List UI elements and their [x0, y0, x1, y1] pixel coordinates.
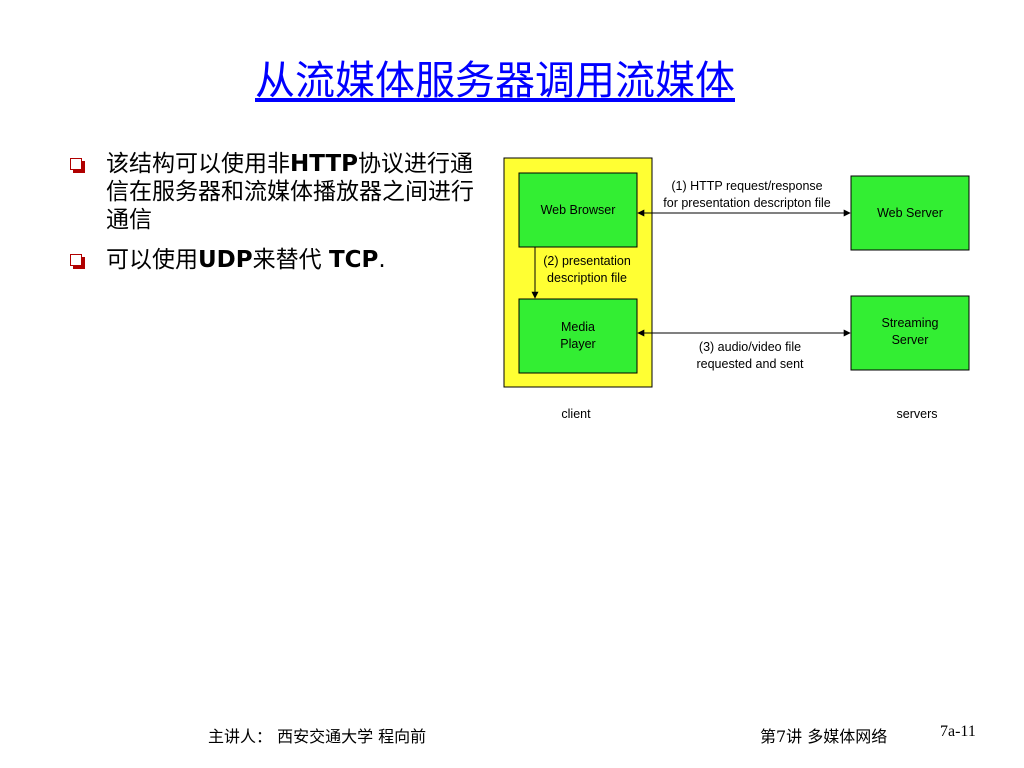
- bullet-2-text-pre: 可以使用: [106, 247, 198, 273]
- bullet-2-text-bold2: TCP: [328, 247, 379, 273]
- bullet-1-text-post: 协议进行通信在服务器和流媒体播放器之间进行通信: [106, 151, 474, 233]
- bullet-square-icon: [70, 158, 82, 170]
- step3-label-line2: requested and sent: [696, 357, 804, 371]
- step1-label-line1: (1) HTTP request/response: [671, 179, 822, 193]
- bullet-2-text-tail: .: [378, 247, 386, 273]
- bullet-item-1: 该结构可以使用非HTTP协议进行通信在服务器和流媒体播放器之间进行通信: [68, 150, 478, 234]
- media-player-label-line2: Player: [560, 337, 595, 351]
- footer-course: 第7讲 多媒体网络: [760, 727, 888, 746]
- streaming-server-box: [850, 295, 970, 371]
- media-player-label-line1: Media: [561, 320, 595, 334]
- web-server-label: Web Server: [877, 206, 943, 220]
- streaming-server-label-line1: Streaming: [882, 316, 939, 330]
- web-browser-label: Web Browser: [541, 203, 616, 217]
- streaming-server-label-line2: Server: [892, 333, 929, 347]
- media-player-box: [518, 298, 638, 374]
- bullet-1-text-pre: 该结构可以使用非: [106, 151, 290, 177]
- bullet-item-2: 可以使用UDP来替代 TCP.: [68, 246, 478, 274]
- bullet-2-text-post: 来替代: [252, 247, 329, 273]
- client-label: client: [561, 407, 591, 421]
- step1-label-line2: for presentation descripton file: [663, 196, 831, 210]
- bullet-2-text-bold: UDP: [198, 247, 253, 273]
- step3-label-line1: (3) audio/video file: [699, 340, 801, 354]
- bullet-list: 该结构可以使用非HTTP协议进行通信在服务器和流媒体播放器之间进行通信 可以使用…: [68, 150, 478, 286]
- bullet-1-text-bold: HTTP: [290, 151, 359, 177]
- servers-label: servers: [897, 407, 938, 421]
- web-browser-box: [518, 172, 638, 248]
- step2-label-line2: description file: [547, 271, 627, 285]
- web-server-box: [850, 175, 970, 251]
- streaming-architecture-diagram: Web Browser Media Player Web Server Stre…: [503, 157, 970, 421]
- footer-page-number: 7a-11: [940, 723, 976, 740]
- slide-title: 从流媒体服务器调用流媒体: [255, 58, 735, 104]
- bullet-square-icon: [70, 254, 82, 266]
- footer-presenter: 主讲人： 西安交通大学 程向前: [208, 727, 427, 746]
- step2-label-line1: (2) presentation: [543, 254, 631, 268]
